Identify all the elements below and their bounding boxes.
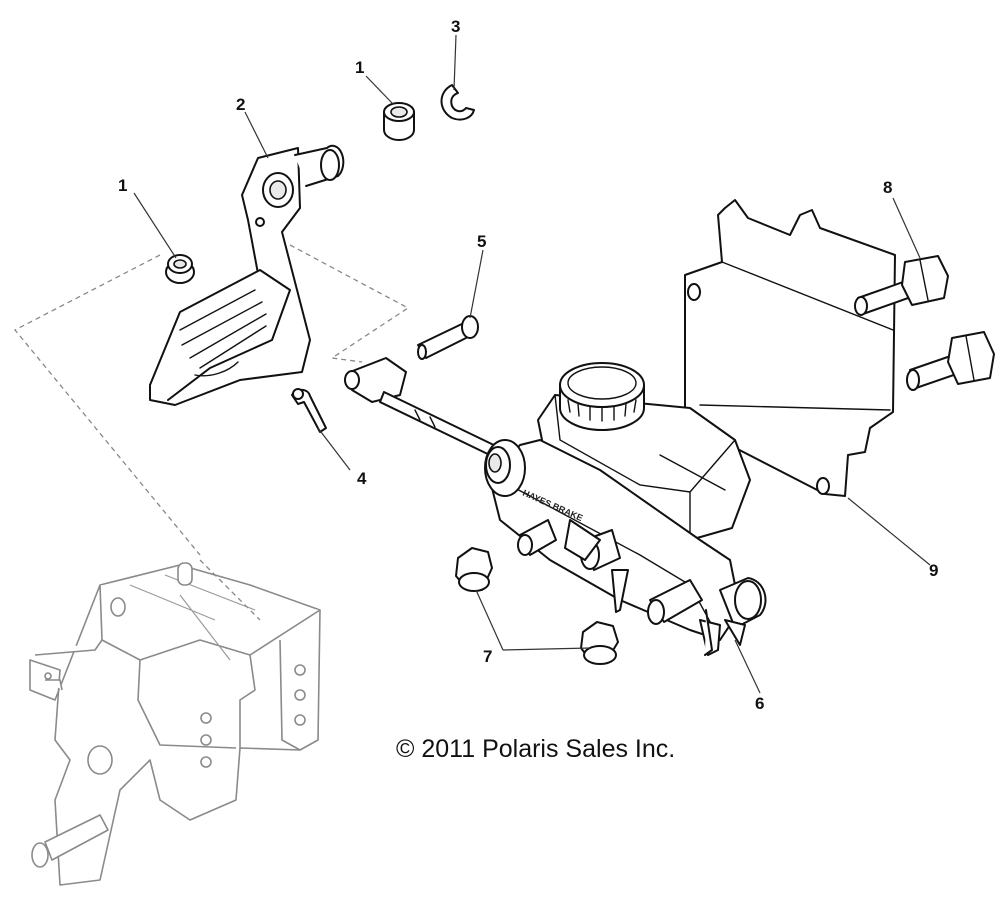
callouts: 1 1 2 3 4 5 6 7 8 9 (118, 17, 938, 713)
callout-4: 4 (357, 469, 367, 488)
callout-1-left: 1 (118, 176, 127, 195)
callout-9: 9 (929, 561, 938, 580)
callout-2: 2 (236, 95, 245, 114)
callout-3: 3 (451, 17, 460, 36)
bushing-left (165, 254, 195, 284)
callout-7: 7 (483, 647, 492, 666)
cotter-pin (291, 388, 327, 433)
clevis-pin (417, 315, 479, 360)
mounting-plate (684, 199, 896, 497)
master-cylinder: HAYES BRAKE (484, 362, 767, 656)
callout-8: 8 (883, 178, 892, 197)
copyright-notice: © 2011 Polaris Sales Inc. (396, 735, 676, 763)
callout-6: 6 (755, 694, 764, 713)
leader-lines (133, 34, 931, 694)
bushing-upper (383, 102, 415, 141)
e-clip (440, 84, 475, 121)
push-rod (344, 357, 501, 459)
frame-bracket (29, 562, 321, 886)
callout-1-upper: 1 (355, 58, 364, 77)
flange-nuts (455, 547, 619, 665)
callout-5: 5 (477, 232, 486, 251)
brake-pedal (149, 144, 345, 406)
bolts (854, 255, 995, 391)
alignment-lines (13, 244, 410, 621)
